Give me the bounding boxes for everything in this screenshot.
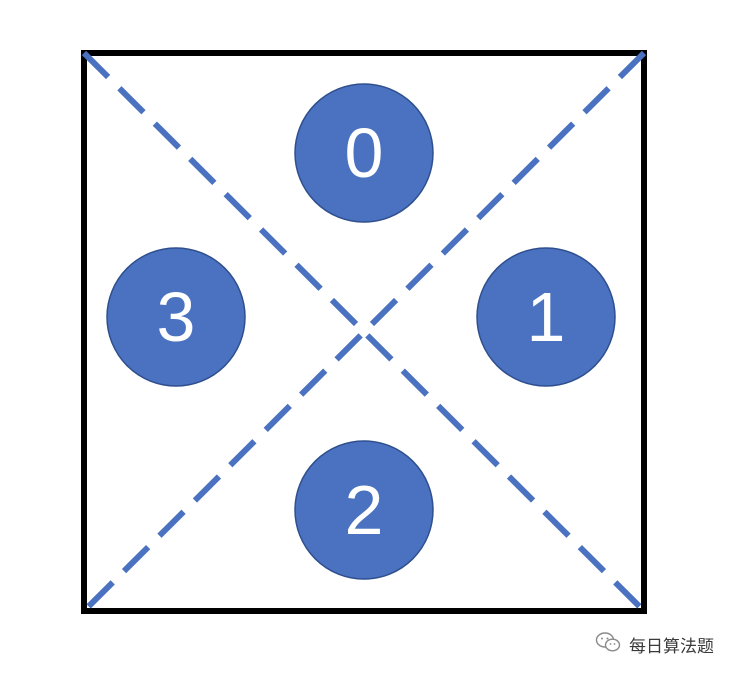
diagonal-top-left-to-bottom-right <box>81 50 647 614</box>
node-left: 3 <box>106 247 246 387</box>
node-bottom: 2 <box>294 440 434 580</box>
node-right-label: 1 <box>527 278 566 356</box>
wechat-icon <box>595 631 621 658</box>
node-bottom-label: 2 <box>345 471 384 549</box>
watermark-text: 每日算法题 <box>629 637 714 657</box>
square-border <box>81 50 647 614</box>
node-left-circle <box>106 247 246 387</box>
node-left-label: 3 <box>157 278 196 356</box>
node-top: 0 <box>294 83 434 223</box>
node-top-label: 0 <box>345 114 384 192</box>
node-bottom-circle <box>294 440 434 580</box>
diagonal-top-right-to-bottom-left <box>81 50 647 614</box>
node-right: 1 <box>476 247 616 387</box>
node-top-circle <box>294 83 434 223</box>
node-right-circle <box>476 247 616 387</box>
watermark: 每日算法题 <box>595 631 714 658</box>
